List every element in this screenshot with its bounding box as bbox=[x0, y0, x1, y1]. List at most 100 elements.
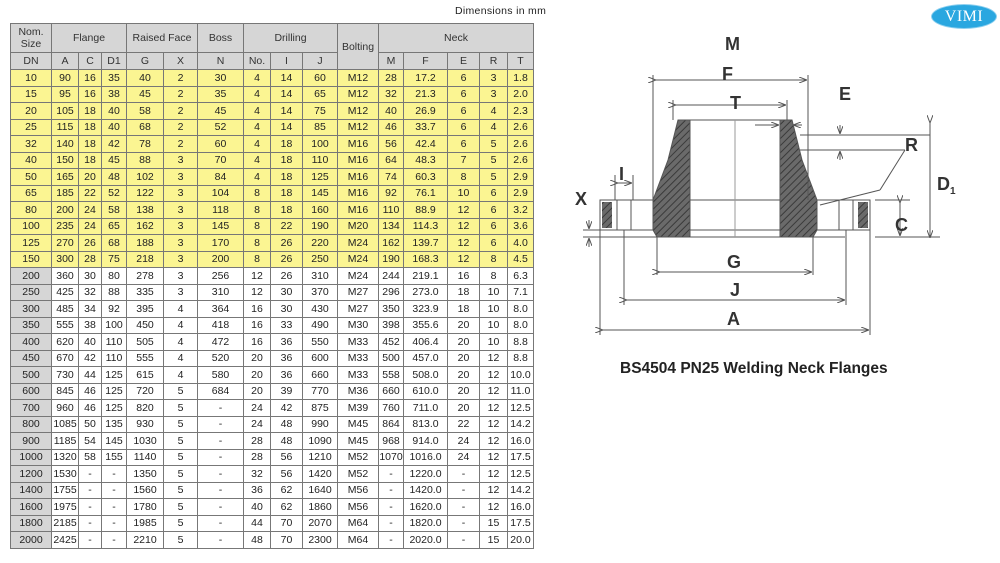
cell-n: 52 bbox=[197, 118, 244, 136]
group-header-row: Nom. Size Flange Raised Face Boss Drilli… bbox=[10, 23, 534, 70]
cell-x: 3 bbox=[163, 217, 198, 235]
cell-m: 296 bbox=[378, 283, 404, 301]
cell-r: 3 bbox=[479, 69, 508, 87]
cell-r: 15 bbox=[479, 531, 508, 549]
cell-x: 5 bbox=[163, 382, 198, 400]
cell-c: 30 bbox=[78, 267, 102, 285]
cell-bolt: M56 bbox=[337, 498, 379, 516]
cell-bolt: M64 bbox=[337, 514, 379, 532]
cell-no: 24 bbox=[243, 399, 271, 417]
cell-e: - bbox=[447, 514, 480, 532]
cell-e: 24 bbox=[447, 432, 480, 450]
cell-d1: 125 bbox=[101, 382, 127, 400]
cell-g: 68 bbox=[126, 118, 164, 136]
cell-f: 168.3 bbox=[403, 250, 448, 268]
cell-n: 35 bbox=[197, 85, 244, 103]
cell-dn: 1800 bbox=[10, 514, 52, 532]
cell-bolt: M56 bbox=[337, 481, 379, 499]
cell-d1: 52 bbox=[101, 184, 127, 202]
cell-bolt: M12 bbox=[337, 85, 379, 103]
cell-j: 770 bbox=[302, 382, 338, 400]
cell-dn: 80 bbox=[10, 201, 52, 219]
cell-bolt: M39 bbox=[337, 399, 379, 417]
col-r: R bbox=[479, 52, 508, 70]
col-e: E bbox=[447, 52, 480, 70]
cell-e: 20 bbox=[447, 333, 480, 351]
cell-i: 18 bbox=[270, 184, 303, 202]
cell-g: 1985 bbox=[126, 514, 164, 532]
cell-d1: 42 bbox=[101, 135, 127, 153]
cell-t: 7.1 bbox=[507, 283, 534, 301]
cell-j: 1210 bbox=[302, 448, 338, 466]
cell-d1: 68 bbox=[101, 234, 127, 252]
cell-r: 4 bbox=[479, 102, 508, 120]
cell-n: - bbox=[197, 514, 244, 532]
cell-j: 875 bbox=[302, 399, 338, 417]
cell-c: 18 bbox=[78, 118, 102, 136]
cell-g: 88 bbox=[126, 151, 164, 169]
cell-no: 8 bbox=[243, 217, 271, 235]
cell-c: - bbox=[78, 481, 102, 499]
cell-c: 18 bbox=[78, 151, 102, 169]
cell-i: 48 bbox=[270, 432, 303, 450]
cell-d1: 145 bbox=[101, 432, 127, 450]
cell-dn: 50 bbox=[10, 168, 52, 186]
label-m: M bbox=[725, 34, 740, 54]
col-i: I bbox=[270, 52, 303, 70]
cell-bolt: M27 bbox=[337, 283, 379, 301]
cell-a: 1755 bbox=[51, 481, 79, 499]
cell-e: 6 bbox=[447, 118, 480, 136]
cell-dn: 400 bbox=[10, 333, 52, 351]
cell-a: 1530 bbox=[51, 465, 79, 483]
cell-j: 1090 bbox=[302, 432, 338, 450]
cell-c: 28 bbox=[78, 250, 102, 268]
cell-g: 1780 bbox=[126, 498, 164, 516]
cell-a: 270 bbox=[51, 234, 79, 252]
cell-e: - bbox=[447, 465, 480, 483]
cell-e: 20 bbox=[447, 316, 480, 334]
cell-r: 10 bbox=[479, 316, 508, 334]
cell-d1: 110 bbox=[101, 349, 127, 367]
cell-i: 26 bbox=[270, 234, 303, 252]
cell-bolt: M33 bbox=[337, 366, 379, 384]
cell-no: 20 bbox=[243, 366, 271, 384]
cell-r: 4 bbox=[479, 118, 508, 136]
cell-c: 58 bbox=[78, 448, 102, 466]
cell-n: - bbox=[197, 531, 244, 549]
col-no: No. bbox=[243, 52, 271, 70]
cell-r: 6 bbox=[479, 217, 508, 235]
cell-x: 3 bbox=[163, 151, 198, 169]
cell-e: 20 bbox=[447, 349, 480, 367]
cell-c: 46 bbox=[78, 399, 102, 417]
cell-bolt: M24 bbox=[337, 267, 379, 285]
cell-j: 550 bbox=[302, 333, 338, 351]
cell-no: 4 bbox=[243, 85, 271, 103]
cell-m: 1070 bbox=[378, 448, 404, 466]
cell-bolt: M45 bbox=[337, 415, 379, 433]
cell-i: 18 bbox=[270, 201, 303, 219]
cell-f: 42.4 bbox=[403, 135, 448, 153]
cell-c: - bbox=[78, 514, 102, 532]
cell-g: 930 bbox=[126, 415, 164, 433]
cell-c: 54 bbox=[78, 432, 102, 450]
cell-m: 968 bbox=[378, 432, 404, 450]
cell-e: 18 bbox=[447, 283, 480, 301]
cell-f: 813.0 bbox=[403, 415, 448, 433]
cell-r: 12 bbox=[479, 448, 508, 466]
cell-c: - bbox=[78, 498, 102, 516]
cell-n: 104 bbox=[197, 184, 244, 202]
cell-t: 12.5 bbox=[507, 399, 534, 417]
label-d1: D1 bbox=[937, 174, 956, 197]
cell-no: 8 bbox=[243, 234, 271, 252]
cell-f: 33.7 bbox=[403, 118, 448, 136]
cell-g: 1140 bbox=[126, 448, 164, 466]
cell-x: 3 bbox=[163, 250, 198, 268]
cell-x: 5 bbox=[163, 531, 198, 549]
